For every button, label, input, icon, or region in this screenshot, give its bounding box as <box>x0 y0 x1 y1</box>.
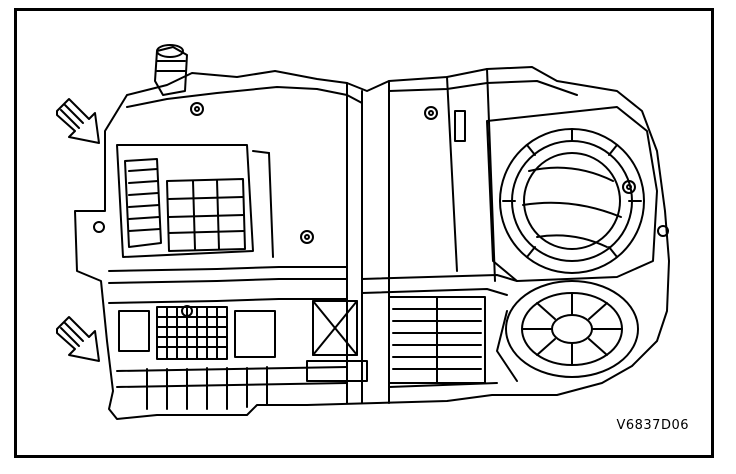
evaporator-core <box>388 296 486 384</box>
blower-fan <box>496 280 639 382</box>
cross-brace-panel <box>306 300 368 382</box>
upper-blower-housing <box>486 106 658 282</box>
hvac-unit-drawing <box>56 44 670 420</box>
filter-grid <box>118 305 276 360</box>
figure-code: V6837D06 <box>616 418 689 433</box>
hvac-housing <box>74 44 670 420</box>
figure-frame: V6837D06 <box>14 8 714 458</box>
lower-slats <box>146 366 268 410</box>
air-inlet-louvers <box>116 144 274 258</box>
airflow-arrow-lower <box>56 316 100 362</box>
airflow-arrow-upper <box>56 98 100 144</box>
